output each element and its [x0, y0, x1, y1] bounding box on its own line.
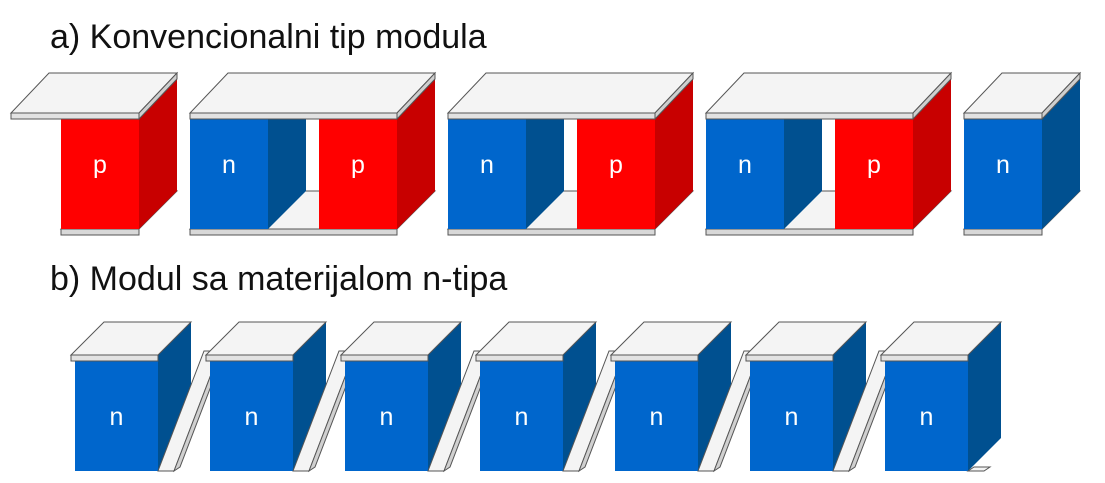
top-cap-edge [745, 354, 834, 362]
top-cap-edge [70, 354, 159, 362]
n-leg-front [345, 355, 428, 471]
bottom-terminal-foot [966, 466, 992, 472]
top-connector-side [138, 71, 178, 121]
section-title-conventional: a) Konvencionalni tip modula [50, 18, 487, 56]
n-leg-label: n [110, 403, 124, 431]
n-leg-label: n [222, 151, 236, 179]
n-leg-front [706, 113, 784, 229]
n-leg-front [480, 355, 563, 471]
p-leg-side [139, 75, 177, 229]
top-cap-edge [340, 354, 429, 362]
n-leg-label: n [920, 403, 934, 431]
n-leg-front [750, 355, 833, 471]
p-leg-label: p [867, 151, 881, 179]
n-leg-label: n [738, 151, 752, 179]
n-leg-front [615, 355, 698, 471]
p-leg-side [397, 75, 435, 229]
p-leg-front [835, 113, 913, 229]
n-leg-label: n [380, 403, 394, 431]
n-leg-front [964, 113, 1042, 229]
p-leg-label: p [351, 151, 365, 179]
n-leg-label: n [245, 403, 259, 431]
top-connector-side [1041, 71, 1081, 121]
p-leg-front [577, 113, 655, 229]
p-leg-side [655, 75, 693, 229]
top-connector-side [396, 71, 436, 121]
n-leg-front [190, 113, 268, 229]
p-leg-front [61, 113, 139, 229]
n-leg-label: n [650, 403, 664, 431]
n-leg-front [210, 355, 293, 471]
top-cap-edge [475, 354, 564, 362]
p-leg-label: p [93, 151, 107, 179]
top-connector-side [912, 71, 952, 121]
n-leg-side [968, 322, 1001, 471]
p-leg-label: p [609, 151, 623, 179]
top-cap-edge [205, 354, 294, 362]
n-leg-front [75, 355, 158, 471]
p-leg-side [913, 75, 951, 229]
top-cap-edge [880, 354, 969, 362]
n-leg-label: n [480, 151, 494, 179]
n-leg-label: n [515, 403, 529, 431]
n-leg-label: n [996, 151, 1010, 179]
n-leg-side [1042, 75, 1080, 229]
n-leg-front [885, 355, 968, 471]
n-leg-label: n [785, 403, 799, 431]
top-cap-edge [610, 354, 699, 362]
p-leg-front [319, 113, 397, 229]
section-title-n-type: b) Modul sa materijalom n-tipa [50, 260, 508, 298]
top-connector-side [654, 71, 694, 121]
n-leg-front [448, 113, 526, 229]
